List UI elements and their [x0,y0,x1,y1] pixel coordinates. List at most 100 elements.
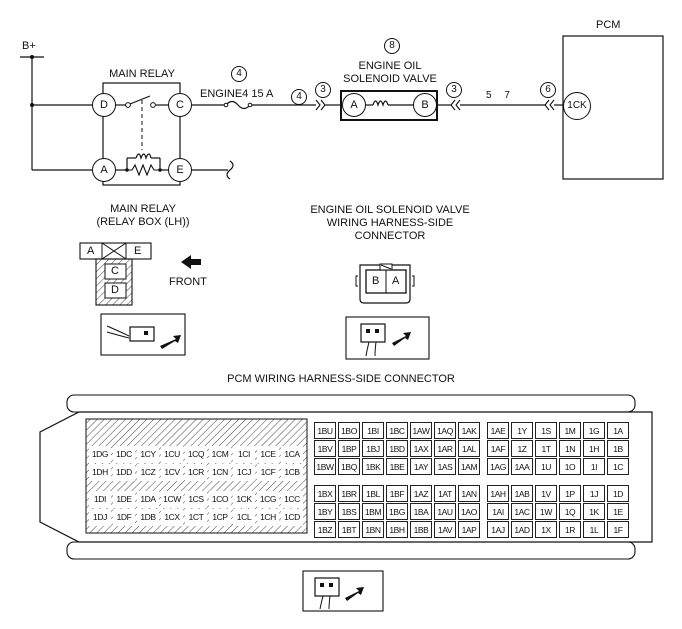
valve-conn-b: B [372,275,380,287]
pcm-pin-cell: 1CU [161,446,183,463]
pcm-pin-cell: 1AS [434,458,456,475]
relay-conn-c: C [111,265,119,277]
pcm-pin-cell: 1CR [185,464,207,481]
callout-5-7: 5 7 [486,90,515,101]
pcm-pin-cell: 1X [535,521,557,538]
pcm-pin-cell: 1BB [410,521,432,538]
pcm-pin-cell: 1DG [89,446,111,463]
callout-3-right: 3 [446,82,462,98]
valve-pin-a: A [342,93,366,117]
pcm-pin-cell: 1M [559,422,581,439]
probe-icon-pcm [302,570,384,612]
pcm-pin-cell: 1AE [487,422,509,439]
callout-6: 6 [540,82,556,98]
pcm-pin-cell: 1CP [209,509,231,526]
pcm-pin-cell: 1Y [511,422,533,439]
valve-label-1: ENGINE OIL [358,60,422,72]
valve-conn-label-3: CONNECTOR [354,230,426,242]
valve-label-2: SOLENOID VALVE [343,73,437,85]
pcm-pin-cell: 1AV [434,521,456,538]
pcm-pin-cell: 1N [559,440,581,457]
pcm-pin-cell: 1AR [434,440,456,457]
pcm-pin-cell: 1CK [233,491,255,508]
pcm-pin-cell: 1DI [89,491,111,508]
callout-3-left: 3 [315,82,331,98]
pcm-pin-1ck: 1CK [563,92,591,120]
relay-conn-d: D [111,284,119,296]
pcm-pin-cell: 1CV [161,464,183,481]
pcm-pin-cell: 1E [607,503,629,520]
front-arrow-icon [181,255,201,269]
pcm-pin-cell: 1BF [386,485,408,502]
pcm-pin-cell: 1AG [487,458,509,475]
pcm-pin-cell: 1AL [458,440,480,457]
pcm-pin-cell: 1CL [233,509,255,526]
pcm-pin-cell: 1V [535,485,557,502]
valve-conn-label-1: ENGINE OIL SOLENOID VALVE [310,204,470,216]
pcm-pin-cell: 1BO [338,422,360,439]
pcm-pin-cell: 1AU [434,503,456,520]
pcm-pin-cell: 1CB [281,464,303,481]
pcm-pin-cell: 1BE [386,458,408,475]
pcm-pin-cell: 1BH [386,521,408,538]
relay-conn-e: E [134,245,142,257]
pcm-pin-cell: 1BS [338,503,360,520]
pcm-pin-cell: 1DH [89,464,111,481]
pcm-pin-cell: 1AC [511,503,533,520]
pcm-pin-cell: 1CT [185,509,207,526]
pcm-pin-cell: 1BA [410,503,432,520]
main-relay [102,82,181,186]
valve-to-pcm-line [437,99,563,111]
relay-pin-e: E [168,158,192,182]
callout-8: 8 [384,38,400,54]
fuse-label: ENGINE4 15 A [200,88,274,100]
pcm-pin-cell: 1C [607,458,629,475]
pcm-pin-cell: 1AK [458,422,480,439]
pcm-pin-cell: 1O [559,458,581,475]
pcm-pin-cell: 1DC [113,446,135,463]
pcm-pin-cell: 1AQ [434,422,456,439]
pcm-pin-cell: 1T [535,440,557,457]
relay-pin-d: D [92,93,116,117]
pcm-pin-cell: 1BU [314,422,336,439]
pcm-pin-cell: 1BR [338,485,360,502]
pcm-pin-cell: 1J [583,485,605,502]
pcm-pin-cell: 1CO [209,491,231,508]
pcm-pin-cell: 1BW [314,458,336,475]
pcm-pin-cell: 1BI [362,422,384,439]
pcm-pin-cell: 1DD [113,464,135,481]
pcm-pin-cell: 1BX [314,485,336,502]
pcm-pin-cell: 1BK [362,458,384,475]
main-relay-label: MAIN RELAY [109,68,175,80]
pcm-pin-cell: 1DE [113,491,135,508]
pcm-pin-cell: 1BD [386,440,408,457]
pcm-pin-cell: 1AY [410,458,432,475]
probe-icon-relay [100,313,186,356]
relay-pin-c: C [168,93,192,117]
pcm-conn-label: PCM WIRING HARNESS-SIDE CONNECTOR [227,373,455,385]
pcm-pin-cell: 1U [535,458,557,475]
pcm-pin-cell: 1K [583,503,605,520]
pcm-pin-cell: 1Z [511,440,533,457]
pcm-pin-cell: 1CA [281,446,303,463]
callout-4-fuse: 4 [231,66,247,82]
pcm-pin-cell: 1AZ [410,485,432,502]
pcm-pin-cell: 1BY [314,503,336,520]
relay-pin-a: A [92,158,116,182]
pcm-pin-cell: 1CX [161,509,183,526]
pcm-pin-cell: 1P [559,485,581,502]
relay-connector-drawing [79,242,152,306]
pcm-pin-cell: 1DA [137,491,159,508]
pcm-pin-cell: 1H [583,440,605,457]
pcm-pin-cell: 1CC [281,491,303,508]
pcm-pin-cell: 1AF [487,440,509,457]
pcm-pin-cell: 1CN [209,464,231,481]
relay-e-output [192,160,234,180]
valve-conn-a: A [392,275,400,287]
pcm-pin-cell: 1AH [487,485,509,502]
pcm-pin-cell: 1L [583,521,605,538]
pcm-pin-cell: 1CF [257,464,279,481]
pcm-pin-cell: 1DJ [89,509,111,526]
pcm-pin-cell: 1Q [559,503,581,520]
pcm-pin-cell: 1AD [511,521,533,538]
